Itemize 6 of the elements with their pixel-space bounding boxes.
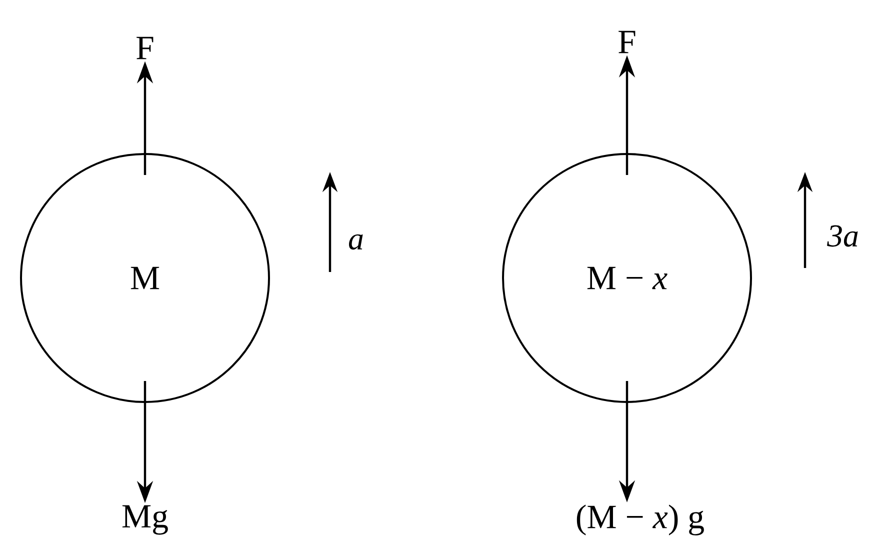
force-label: F [136, 36, 154, 60]
force-label: F [618, 30, 636, 54]
force-label: (M − x) g [576, 504, 704, 536]
direction-label: a [348, 234, 363, 250]
direction-label: 3a [827, 225, 858, 247]
force-label: Mg [122, 505, 168, 535]
